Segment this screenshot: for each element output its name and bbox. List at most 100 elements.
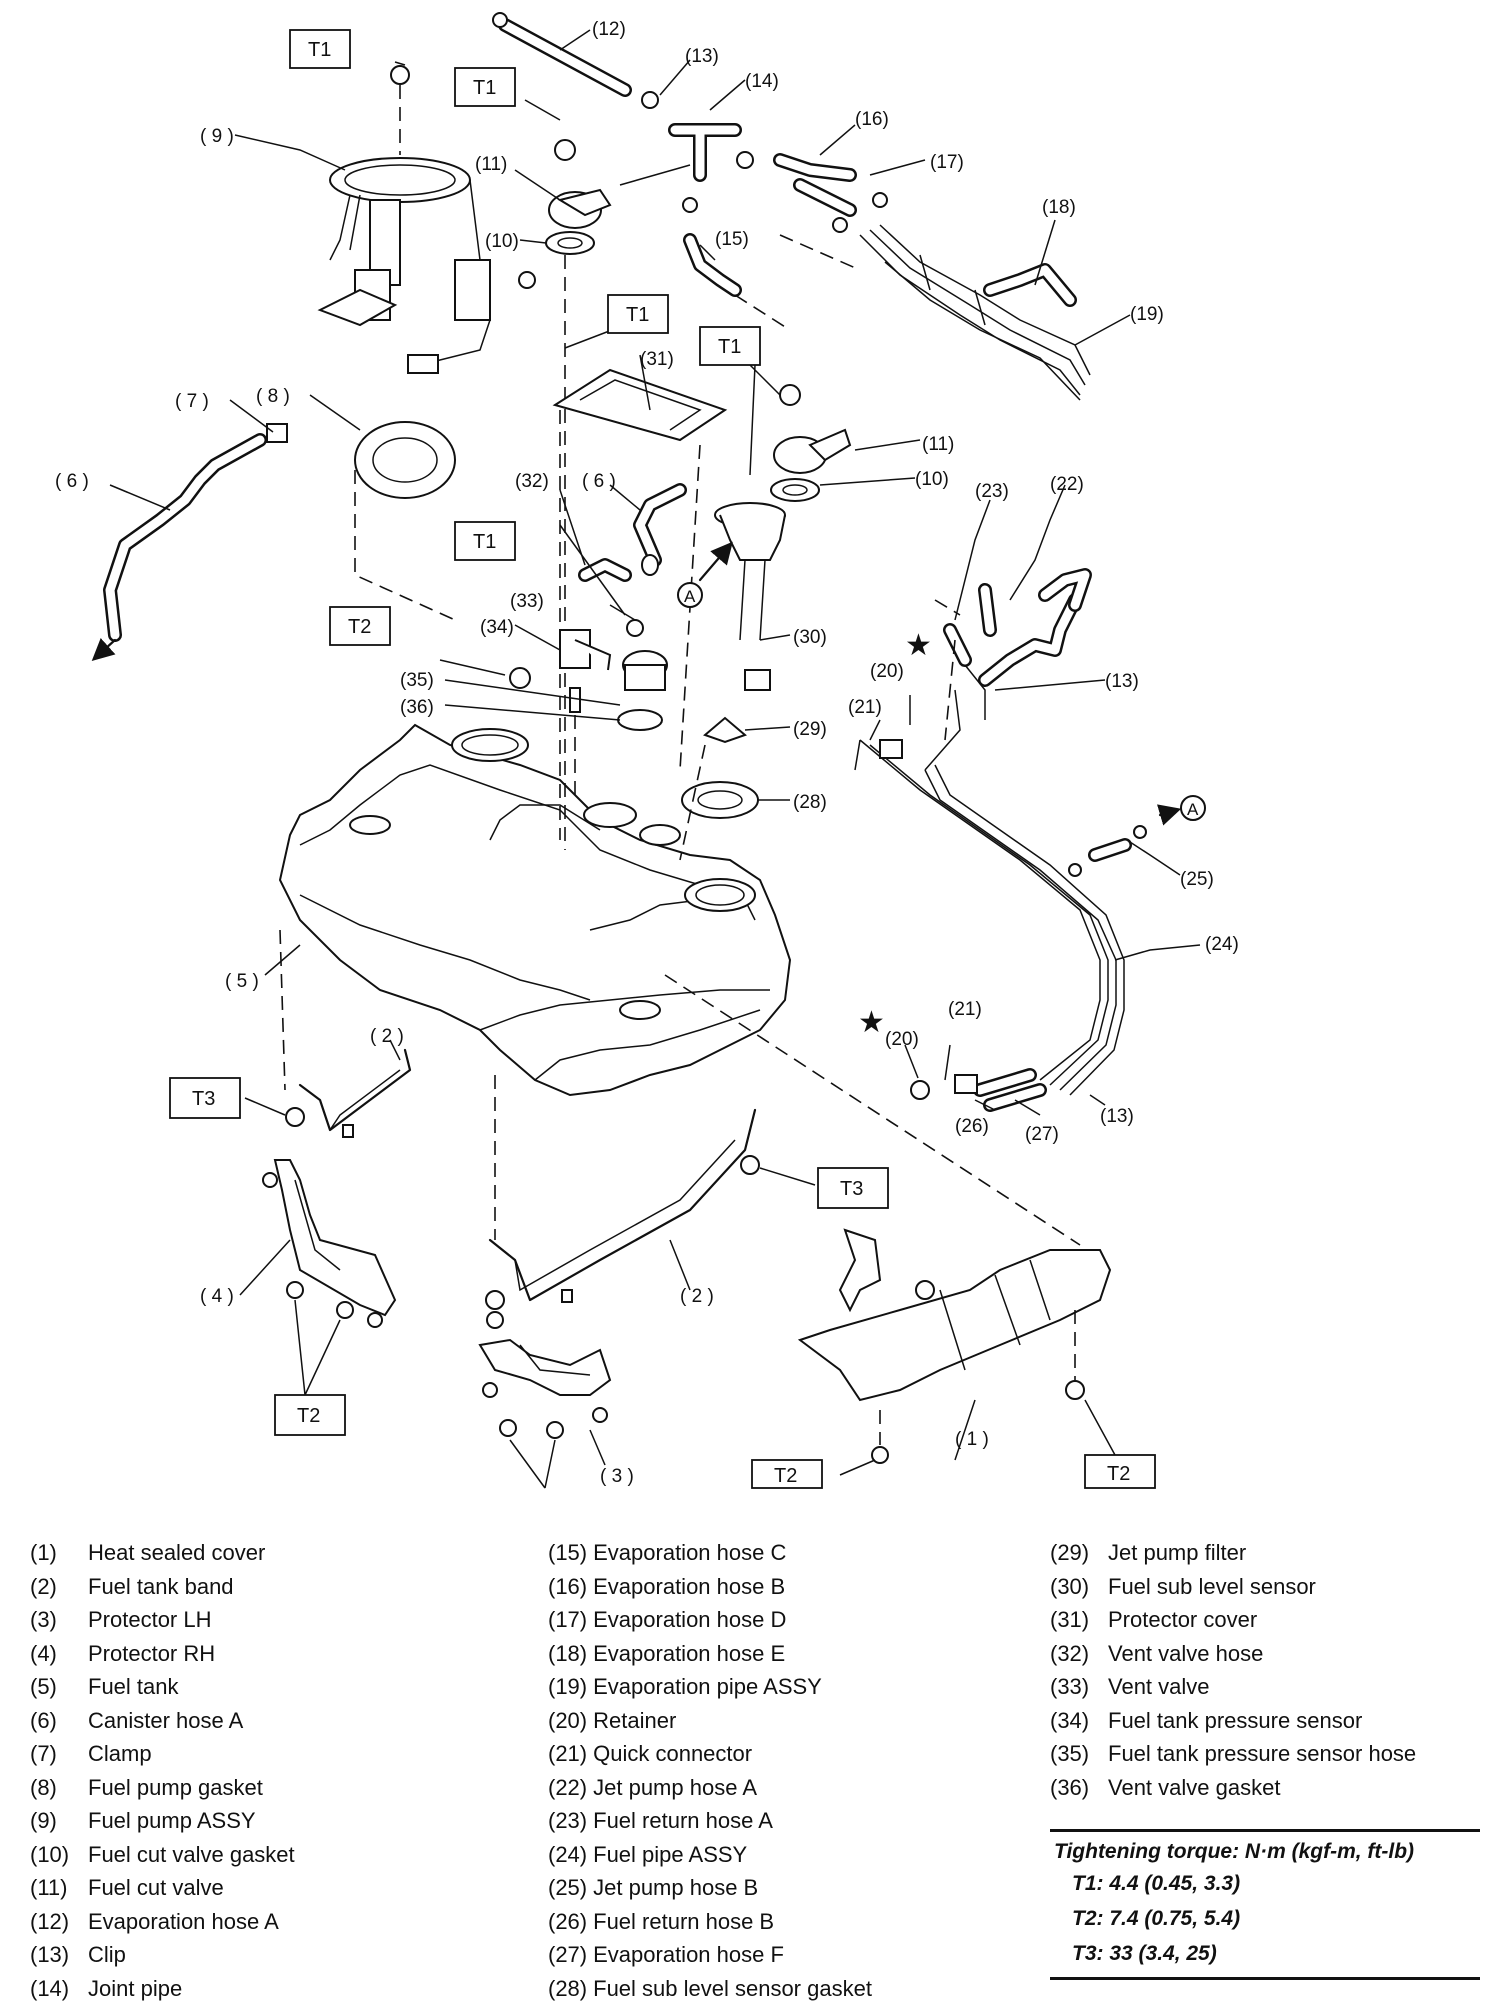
legend-item-number: (31)	[1050, 1607, 1090, 1632]
legend-item: (9)Fuel pump ASSY	[30, 1808, 295, 1842]
connection-marker-a-left	[677, 582, 703, 608]
legend-item: (14)Joint pipe	[30, 1976, 295, 2010]
callout-16: (16)	[855, 109, 889, 130]
t2-bolt-center	[486, 1311, 504, 1329]
torque-label-t2-pressure-sensor: T2	[329, 606, 391, 646]
legend-item-number: (13)	[30, 1942, 70, 1967]
callout-14: (14)	[745, 71, 779, 92]
canister-hose-inner	[633, 483, 687, 576]
torque-row-t3: T3: 33 (3.4, 25)	[1072, 1942, 1217, 1965]
torque-label-t1-vent-valve: T1	[454, 521, 516, 561]
fuel-pump-assy	[317, 65, 536, 374]
callout-36: (36)	[400, 697, 434, 718]
legend-column-2: (15)Evaporation hose C(16)Evaporation ho…	[548, 1540, 872, 2009]
callout-15: (15)	[715, 229, 749, 250]
callout-6-inner: ( 6 )	[582, 471, 616, 492]
callout-25: (25)	[1180, 869, 1214, 890]
fuel-tank-exploded-diagram: A A	[55, 12, 1239, 1489]
legend-item-number: (2)	[30, 1573, 57, 1599]
fuel-tank	[278, 723, 792, 1097]
legend-item: (36)Vent valve gasket	[1050, 1775, 1416, 1809]
callout-26: (26)	[955, 1116, 989, 1137]
legend-column-1: (1)Heat sealed cover(2)Fuel tank band(3)…	[30, 1540, 295, 2009]
callout-3: ( 3 )	[600, 1466, 634, 1487]
legend-item-name: Protector RH	[88, 1640, 216, 1666]
legend-item: (7)Clamp	[30, 1741, 295, 1775]
legend-item: (35)Fuel tank pressure sensor hose	[1050, 1741, 1416, 1775]
torque-label-t2-protector-rh: T2	[274, 1394, 346, 1436]
legend-item-number: (34)	[1050, 1707, 1090, 1733]
callout-17: (17)	[930, 152, 964, 173]
legend-item-number: (23)	[548, 1808, 588, 1833]
legend-item-name: Fuel cut valve gasket	[88, 1841, 295, 1867]
legend-item: (30)Fuel sub level sensor	[1050, 1574, 1416, 1608]
legend-item-number: (21)	[548, 1741, 588, 1766]
legend-item-number: (9)	[30, 1808, 57, 1833]
legend-item-number: (16)	[548, 1573, 588, 1599]
callout-29: (29)	[793, 719, 827, 740]
fuel-tank-band-right	[488, 1108, 757, 1303]
legend-item: (24)Fuel pipe ASSY	[548, 1842, 872, 1876]
torque-row-t1: T1: 4.4 (0.45, 3.3)	[1072, 1872, 1241, 1895]
legend-item-number: (10)	[30, 1841, 70, 1867]
legend-item-name: Vent valve hose	[1108, 1640, 1264, 1666]
legend-item-name: Fuel return hose B	[593, 1908, 775, 1934]
protector-rh	[262, 1107, 397, 1328]
legend-item-name: Fuel sub level sensor gasket	[593, 1975, 872, 2001]
legend-item-name: Evaporation hose A	[88, 1908, 279, 1934]
legend-item-name: Evaporation hose E	[593, 1640, 786, 1666]
tightening-torque-table: Tightening torque: N·m (kgf-m, ft-lb) T1…	[1050, 1829, 1480, 1980]
guide-line-band-left	[279, 929, 286, 1091]
legend-item: (20)Retainer	[548, 1708, 872, 1742]
legend-item: (16)Evaporation hose B	[548, 1574, 872, 1608]
callout-18: (18)	[1042, 197, 1076, 218]
callout-32: (32)	[515, 471, 549, 492]
legend-item: (5)Fuel tank	[30, 1674, 295, 1708]
fuel-cut-valve-lower	[770, 384, 852, 502]
legend-item: (23)Fuel return hose A	[548, 1808, 872, 1842]
callout-21-upper: (21)	[848, 697, 882, 718]
legend-item-number: (7)	[30, 1741, 57, 1766]
torque-label-t2-cover-right: T2	[1084, 1454, 1156, 1489]
legend-item: (8)Fuel pump gasket	[30, 1775, 295, 1809]
legend-item-number: (27)	[548, 1942, 588, 1967]
legend-item-name: Fuel pipe ASSY	[593, 1841, 748, 1867]
vent-valve-hose	[578, 558, 632, 582]
legend-item: (28)Fuel sub level sensor gasket	[548, 1976, 872, 2010]
torque-label-t2-cover-left: T2	[751, 1459, 823, 1489]
svg-text:T2: T2	[774, 1465, 797, 1487]
callout-33: (33)	[510, 591, 544, 612]
legend-item: (25)Jet pump hose B	[548, 1875, 872, 1909]
legend-item-number: (20)	[548, 1707, 588, 1733]
legend-item: (34)Fuel tank pressure sensor	[1050, 1708, 1416, 1742]
torque-rule-top	[1050, 1829, 1480, 1832]
torque-label-t1-protector: T1	[607, 294, 669, 334]
legend-item: (13)Clip	[30, 1942, 295, 1976]
t3-bolt-right	[740, 1155, 760, 1175]
legend-item-number: (22)	[548, 1774, 588, 1800]
legend-item-name: Evaporation hose B	[593, 1573, 786, 1599]
legend-item: (27)Evaporation hose F	[548, 1942, 872, 1976]
callout-6-left: ( 6 )	[55, 471, 89, 492]
legend-item-name: Canister hose A	[88, 1707, 244, 1733]
callout-12: (12)	[592, 19, 626, 40]
legend-item: (22)Jet pump hose A	[548, 1775, 872, 1809]
svg-text:T3: T3	[192, 1088, 215, 1110]
callout-27: (27)	[1025, 1124, 1059, 1145]
callout-1: ( 1 )	[955, 1429, 989, 1450]
callout-35: (35)	[400, 670, 434, 691]
legend-item: (15)Evaporation hose C	[548, 1540, 872, 1574]
legend-item-number: (11)	[30, 1875, 68, 1900]
legend-item-number: (36)	[1050, 1774, 1090, 1800]
legend-item-name: Quick connector	[593, 1741, 753, 1766]
legend-item-number: (3)	[30, 1607, 57, 1632]
legend-item-name: Fuel cut valve	[88, 1875, 224, 1900]
legend-item-number: (1)	[30, 1540, 57, 1565]
callout-13-upper: (13)	[1105, 671, 1139, 692]
legend-item-number: (24)	[548, 1841, 588, 1867]
canister-hose-a	[91, 423, 288, 661]
legend-item: (6)Canister hose A	[30, 1708, 295, 1742]
legend-item: (19)Evaporation pipe ASSY	[548, 1674, 872, 1708]
callout-21-lower: (21)	[948, 999, 982, 1020]
guide-line-cover	[664, 974, 1081, 1246]
